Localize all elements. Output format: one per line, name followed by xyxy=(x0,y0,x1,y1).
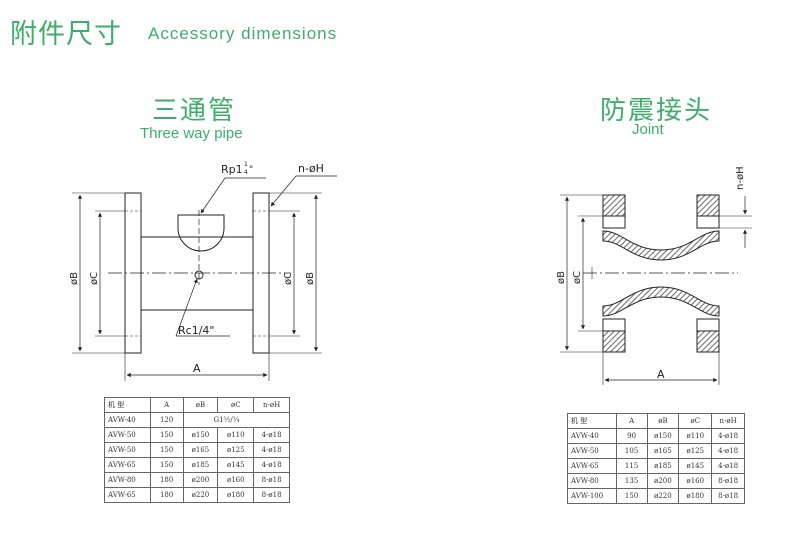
three-way-labels: Rp1 1 4 " n-øH Rc1/4" A øB øC øC øB xyxy=(69,161,324,375)
joint-left-flange-bottom xyxy=(602,330,626,353)
three-way-dim-c-right: øC xyxy=(283,272,294,285)
three-way-holes-label: n-øH xyxy=(298,162,324,175)
three-way-title-cn: 三通管 xyxy=(152,96,237,126)
joint-right-flange-top xyxy=(696,194,720,217)
svg-text:": " xyxy=(249,165,253,175)
joint-dim-a: A xyxy=(657,368,665,381)
joint-left-flange-top xyxy=(602,194,626,217)
joint-holes-label: n-øH xyxy=(735,166,746,190)
joint-title-en: Joint xyxy=(632,121,664,138)
three-way-spec-table: 机 型 A øB øC n-øH AVW-40 120 G1½/¼ AVW-50… xyxy=(104,397,291,503)
joint-bellows-top xyxy=(602,230,720,261)
three-way-dim-b-left: øB xyxy=(69,272,80,285)
three-way-dim-a: A xyxy=(193,362,201,375)
three-way-dim-c-left: øC xyxy=(89,272,100,285)
joint-spec-table: 机 型 A øB øC n-øH AVW-40 90 ø150 ø110 4-ø… xyxy=(567,413,745,504)
three-way-dim-b-right: øB xyxy=(305,272,316,285)
page-title-cn: 附件尺寸 xyxy=(10,19,122,50)
table-row: AVW-50 150 ø150 ø110 4-ø18 xyxy=(104,427,290,443)
joint-bellows-bottom xyxy=(602,286,720,317)
table-row: AVW-65 180 ø220 ø180 8-ø18 xyxy=(104,487,290,503)
svg-text:1: 1 xyxy=(244,161,248,168)
table-row: AVW-100 150 ø220 ø180 8-ø18 xyxy=(567,488,745,504)
three-way-pipe-drawing xyxy=(72,175,337,381)
three-way-title-en: Three way pipe xyxy=(140,125,243,142)
joint-title-cn: 防震接头 xyxy=(600,96,713,126)
joint-labels: A øB øC n-øH xyxy=(556,166,746,381)
table-row: AVW-80 180 ø200 ø160 8-ø18 xyxy=(104,472,290,488)
three-way-rc-label: Rc1/4" xyxy=(178,324,214,337)
table-header-row: 机 型 A øB øC n-øH xyxy=(104,397,290,413)
joint-dim-c: øC xyxy=(572,271,583,284)
svg-text:4: 4 xyxy=(244,169,248,176)
joint-dim-b: øB xyxy=(556,271,567,284)
table-row: AVW-65 115 ø185 ø145 4-ø18 xyxy=(567,458,745,474)
table-row: AVW-40 120 G1½/¼ xyxy=(104,412,291,428)
table-row: AVW-40 90 ø150 ø110 4-ø18 xyxy=(567,428,745,444)
table-row: AVW-50 150 ø165 ø125 4-ø18 xyxy=(104,442,290,458)
three-way-branch-cup xyxy=(177,214,225,252)
three-way-rp-label: Rp1 xyxy=(221,163,243,176)
table-header-row: 机 型 A øB øC n-øH xyxy=(567,413,745,429)
table-row: AVW-80 135 ø200 ø160 8-ø18 xyxy=(567,473,745,489)
table-row: AVW-65 150 ø185 ø145 4-ø18 xyxy=(104,457,290,473)
joint-drawing xyxy=(560,194,752,385)
page-title-en: Accessory dimensions xyxy=(148,24,338,43)
joint-right-flange-bottom xyxy=(696,330,720,353)
table-row: AVW-50 105 ø165 ø125 4-ø18 xyxy=(567,443,745,459)
